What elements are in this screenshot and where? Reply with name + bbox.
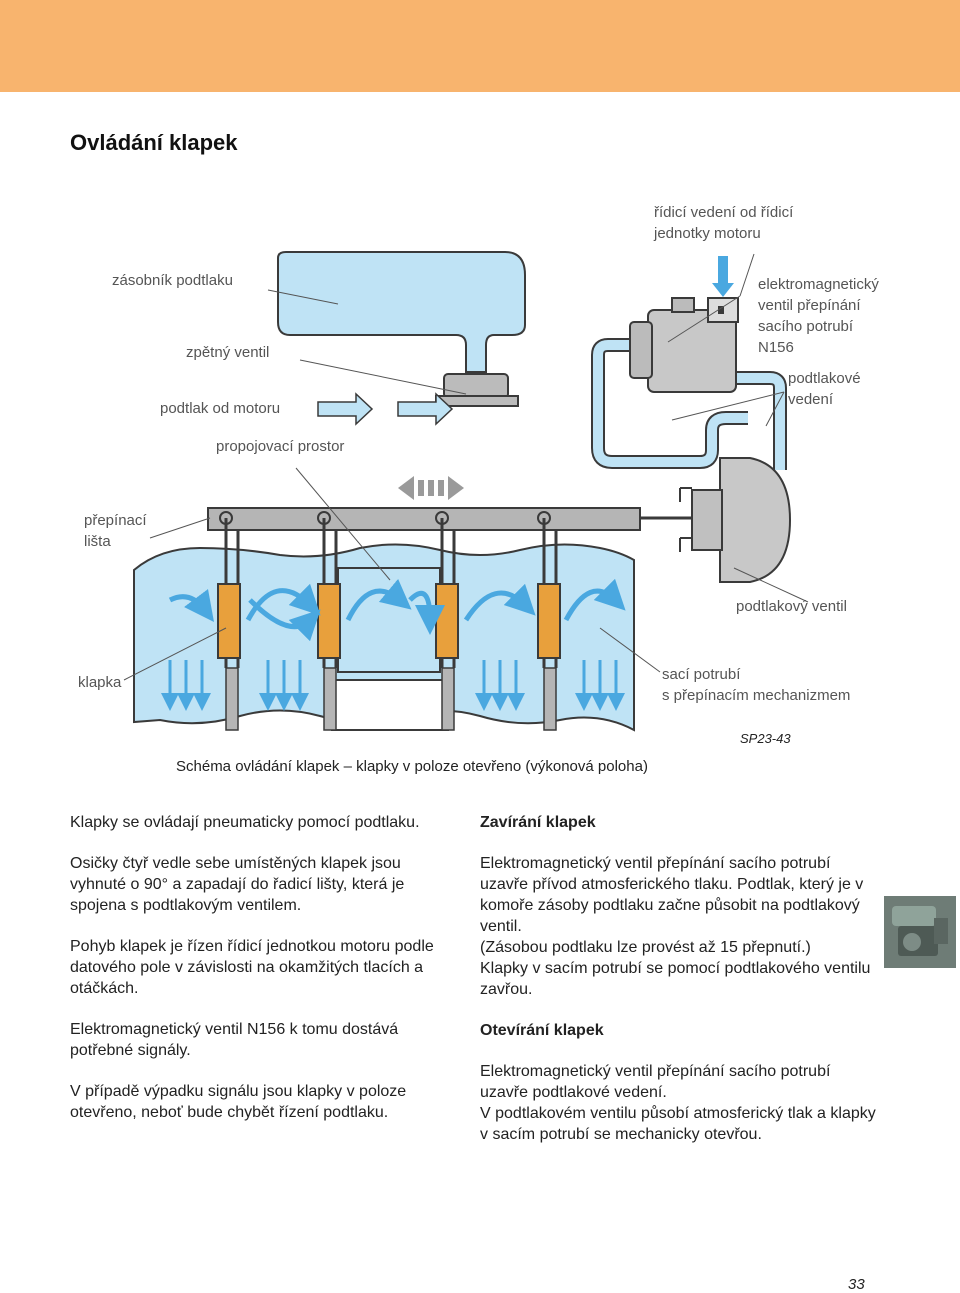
label-vacuum-actuator: podtlakový ventil [736, 598, 847, 615]
control-signal-arrow [712, 256, 734, 297]
label-solenoid-valve: elektromagnetický ventil přepínání sacíh… [758, 276, 879, 356]
header-band [0, 0, 960, 92]
vacuum-reservoir [277, 251, 526, 373]
paragraph: Elektromagnetický ventil přepínání sacíh… [480, 1063, 831, 1101]
flaps [217, 511, 561, 668]
vacuum-actuator [719, 457, 792, 583]
label-intake-manifold: sací potrubí s přepínacím mechanizmem [662, 666, 851, 704]
shift-bar [207, 507, 641, 531]
opening-heading: Otevírání klapek [480, 1022, 604, 1039]
label-vacuum-reservoir: zásobník podtlaku [112, 272, 233, 289]
down-arrows [161, 660, 625, 711]
flap-control-diagram: řídicí vedení od řídicí jednotky motoru … [0, 180, 960, 800]
label-connecting-space: propojovací prostor [216, 438, 345, 455]
label-flap: klapka [78, 674, 122, 691]
engine-vacuum-arrow [317, 392, 374, 426]
movement-arrow-icon [398, 476, 464, 500]
label-engine-vacuum: podtlak od motoru [160, 400, 281, 417]
engine-vacuum-arrow-2 [397, 392, 454, 426]
paragraph: V podtlakovém ventilu působí atmosferick… [480, 1105, 876, 1143]
paragraph: Elektromagnetický ventil N156 k tomu dos… [70, 1021, 399, 1059]
paragraph: (Zásobou podtlaku lze provést až 15 přep… [480, 939, 811, 956]
closing-heading: Zavírání klapek [480, 814, 596, 831]
air-flow-arrows [168, 578, 626, 642]
paragraph: V případě výpadku signálu jsou klapky v … [70, 1083, 407, 1121]
figure-reference: SP23-43 [740, 731, 791, 746]
check-valve [443, 373, 509, 399]
figure-caption: Schéma ovládání klapek – klapky v poloze… [176, 758, 648, 775]
paragraph: Pohyb klapek je řízen řídicí jednotkou m… [70, 938, 434, 997]
paragraph: Klapky se ovládají pneumaticky pomocí po… [70, 814, 420, 831]
label-vacuum-lines: podtlakové vedení [788, 370, 861, 408]
page-title: Ovládání klapek [70, 130, 238, 155]
label-check-valve: zpětný ventil [186, 344, 270, 361]
label-shift-bar: přepínací lišta [84, 512, 147, 550]
leader-lines [123, 253, 809, 681]
page-number: 33 [848, 1276, 865, 1293]
left-column: Klapky se ovládají pneumaticky pomocí po… [70, 812, 450, 1143]
paragraph: Osičky čtyř vedle sebe umístěných klapek… [70, 855, 405, 914]
right-column: Zavírání klapek Elektromagnetický ventil… [480, 812, 880, 1165]
engine-thumbnail-image [884, 896, 956, 968]
connecting-space [337, 567, 441, 673]
label-control-line: řídicí vedení od řídicí jednotky motoru [654, 204, 794, 242]
paragraph: Elektromagnetický ventil přepínání sacíh… [480, 855, 864, 935]
diagram-drawing [123, 251, 809, 732]
paragraph: Klapky v sacím potrubí se pomocí podtlak… [480, 960, 871, 998]
